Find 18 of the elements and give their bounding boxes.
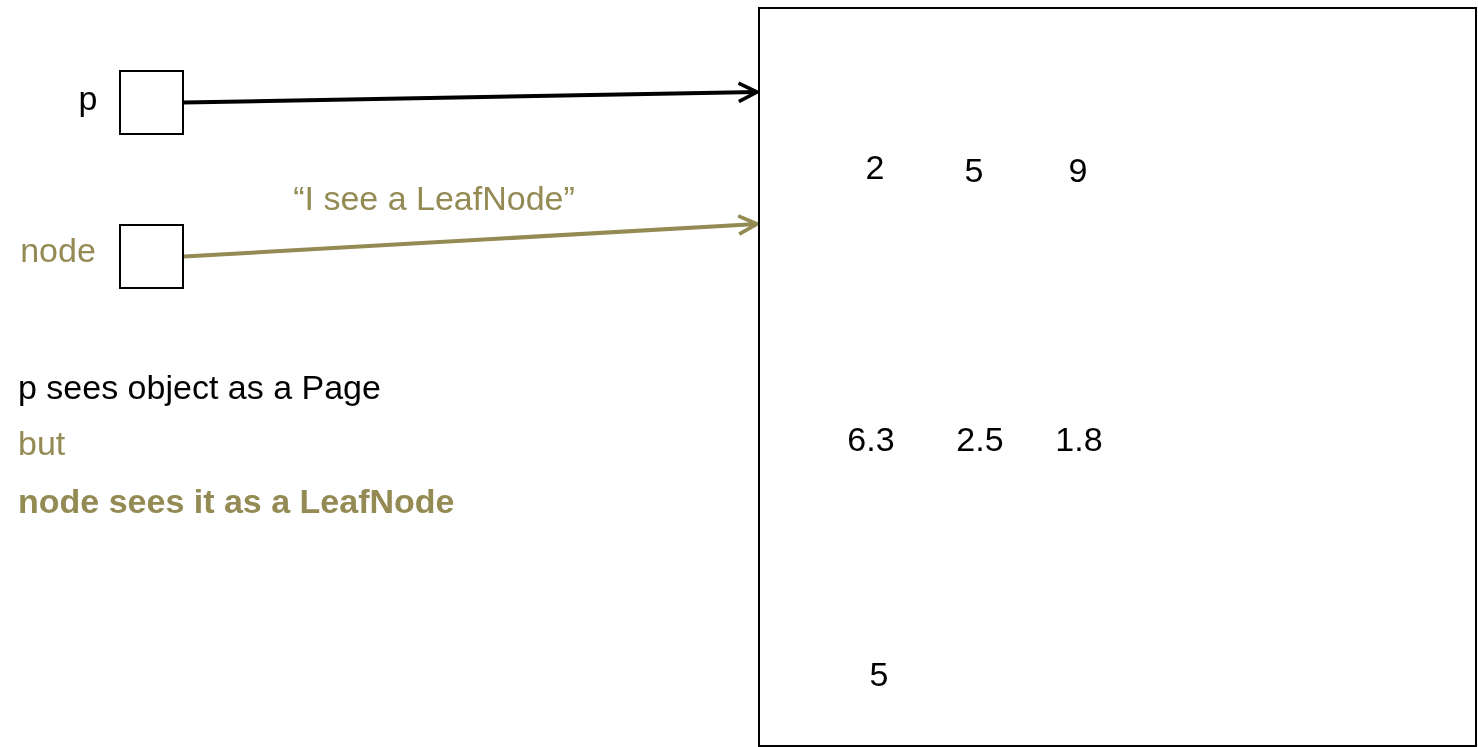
value-text: 1.8: [1055, 422, 1103, 456]
pointer-box: [119, 70, 184, 135]
pointer-box: [119, 224, 184, 289]
variable-name: p: [78, 81, 98, 115]
edge-label: “I see a LeafNode”: [293, 181, 575, 215]
value-text: 9: [1068, 153, 1088, 187]
note-text: p sees object as a Page: [18, 370, 381, 404]
note-text: node sees it as a LeafNode: [18, 484, 455, 518]
arrow: [183, 214, 759, 259]
value-text: 2: [865, 150, 885, 184]
variable-name: node: [20, 233, 96, 267]
value-text: 5: [964, 153, 984, 187]
value-text: 2.5: [956, 422, 1004, 456]
note-text: but: [18, 426, 66, 460]
value-text: 5: [869, 657, 889, 691]
value-text: 6.3: [847, 422, 895, 456]
arrow: [183, 81, 759, 105]
object-box: [758, 7, 1477, 747]
